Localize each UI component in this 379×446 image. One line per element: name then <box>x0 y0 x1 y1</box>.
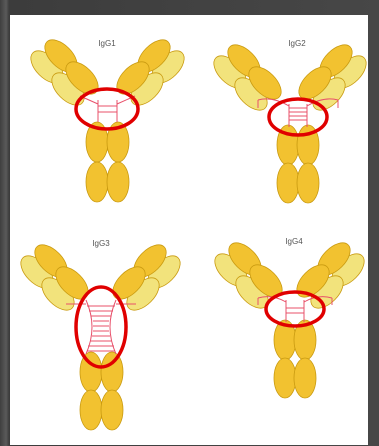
igg1-hinge-highlight <box>76 89 138 129</box>
igg1-label: IgG1 <box>98 39 116 48</box>
igg2-hinge-highlight <box>269 99 327 135</box>
igg3-heavy-chain <box>29 239 172 430</box>
igg2-heavy-chain <box>222 39 358 203</box>
igg3-label: IgG3 <box>92 239 110 248</box>
igg4-hinge-highlight <box>266 292 324 326</box>
igg1-heavy-chain <box>39 34 176 202</box>
igg4-heavy-chain <box>223 237 356 398</box>
igg3-hinge-highlight <box>76 287 126 367</box>
igg1-hinge-disulfide-bonds <box>80 96 135 122</box>
igg1-molecule: IgG1 <box>25 34 190 202</box>
igg4-label: IgG4 <box>285 237 303 246</box>
igg4-molecule: IgG4 <box>209 237 370 398</box>
igg3-molecule: IgG3 <box>15 239 186 430</box>
igg2-label: IgG2 <box>288 39 306 48</box>
igg2-molecule: IgG2 <box>208 39 372 203</box>
